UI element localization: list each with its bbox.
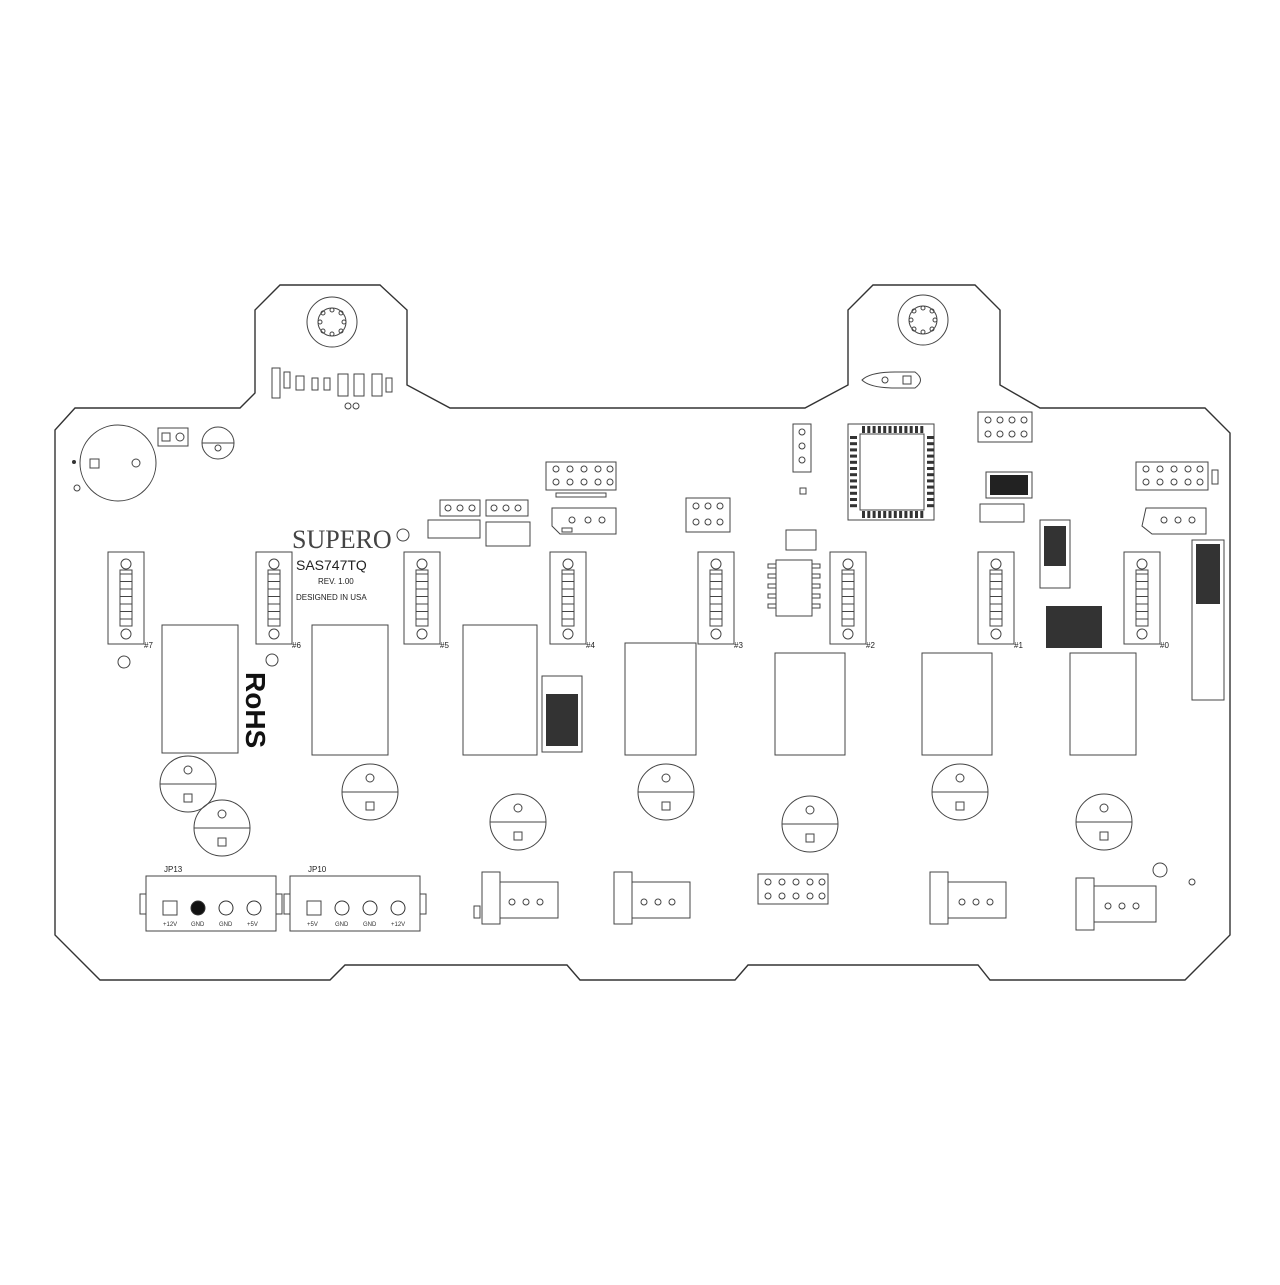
bay-label: #7	[144, 641, 153, 650]
sata-connector	[977, 551, 1015, 645]
drive-block	[921, 652, 993, 756]
power-connector: JP10 +5V GND GND +12V	[283, 865, 427, 932]
round-led	[1075, 793, 1133, 851]
bay-label: #5	[440, 641, 449, 650]
drive-block	[311, 624, 389, 756]
sata-connector	[107, 551, 145, 645]
smd-cluster-top-left	[271, 367, 393, 410]
pin-label: +12V	[391, 922, 405, 928]
round-led	[781, 795, 839, 853]
model-text: SAS747TQ	[296, 557, 367, 573]
fan-connector-1	[473, 871, 559, 925]
logo-text: SUPERO	[292, 525, 392, 554]
led-top-left	[201, 426, 235, 460]
sata-connector	[1123, 551, 1161, 645]
fan-connector-4	[1075, 862, 1196, 931]
pin-label: +5V	[307, 922, 318, 928]
bay-label: #6	[292, 641, 301, 650]
header-top-center	[545, 461, 617, 498]
header-top-right-b	[979, 471, 1033, 523]
pin-label: +5V	[247, 922, 258, 928]
fan-connector-3	[929, 871, 1007, 925]
revision-text: REV. 1.00	[318, 577, 354, 586]
fan-connector-2	[613, 871, 691, 925]
board-outline	[54, 284, 1231, 981]
power-connector-label: JP10	[308, 865, 327, 874]
pin-label: GND	[335, 922, 349, 928]
round-led	[193, 799, 251, 857]
origin-text: DESIGNED IN USA	[296, 593, 367, 602]
pin-label: GND	[191, 922, 205, 928]
jumper-top-left	[157, 427, 189, 447]
sata-connector	[697, 551, 735, 645]
round-led	[637, 763, 695, 821]
status-led	[117, 655, 131, 669]
jumper-row-center	[427, 499, 531, 547]
round-led	[159, 755, 217, 813]
sata-connector	[255, 551, 293, 645]
round-led	[931, 763, 989, 821]
mounting-hole-left	[306, 296, 358, 348]
round-led	[341, 763, 399, 821]
header-bottom-center	[757, 873, 829, 905]
pin-label: GND	[219, 922, 233, 928]
header-far-right	[1135, 461, 1219, 491]
drive-block	[161, 624, 239, 754]
sgpio-connector-center	[551, 507, 617, 535]
pin-label: +12V	[163, 922, 177, 928]
bay-label: #2	[866, 641, 875, 650]
drive-block	[462, 624, 538, 756]
jumper-jp-center	[685, 497, 731, 533]
controller-chip	[847, 423, 935, 521]
logo-mark-icon	[396, 528, 410, 542]
oscillator	[861, 371, 921, 389]
bay-label: #3	[734, 641, 743, 650]
drive-block	[624, 642, 697, 756]
small-connector-vertical	[792, 423, 812, 495]
ic-dip	[767, 529, 821, 617]
sata-connector	[403, 551, 441, 645]
sata-connector	[549, 551, 587, 645]
header-top-right-a	[977, 411, 1033, 443]
drive-block	[1069, 652, 1137, 756]
sgpio-connector-right	[1141, 507, 1207, 535]
resistor-array-center	[541, 675, 583, 753]
bay-label: #4	[586, 641, 595, 650]
bay-label: #0	[1160, 641, 1169, 650]
pin-label: GND	[363, 922, 377, 928]
power-connector: JP13 +12V GND GND +5V	[139, 865, 283, 932]
power-connector-label: JP13	[164, 865, 183, 874]
status-led	[265, 653, 279, 667]
sata-connector	[829, 551, 867, 645]
rohs-text: RoHS	[240, 672, 271, 748]
round-led	[489, 793, 547, 851]
mounting-hole-right	[897, 294, 949, 346]
resistor-array-right	[1039, 519, 1225, 701]
bay-label: #1	[1014, 641, 1023, 650]
buzzer	[72, 424, 157, 502]
drive-block	[774, 652, 846, 756]
